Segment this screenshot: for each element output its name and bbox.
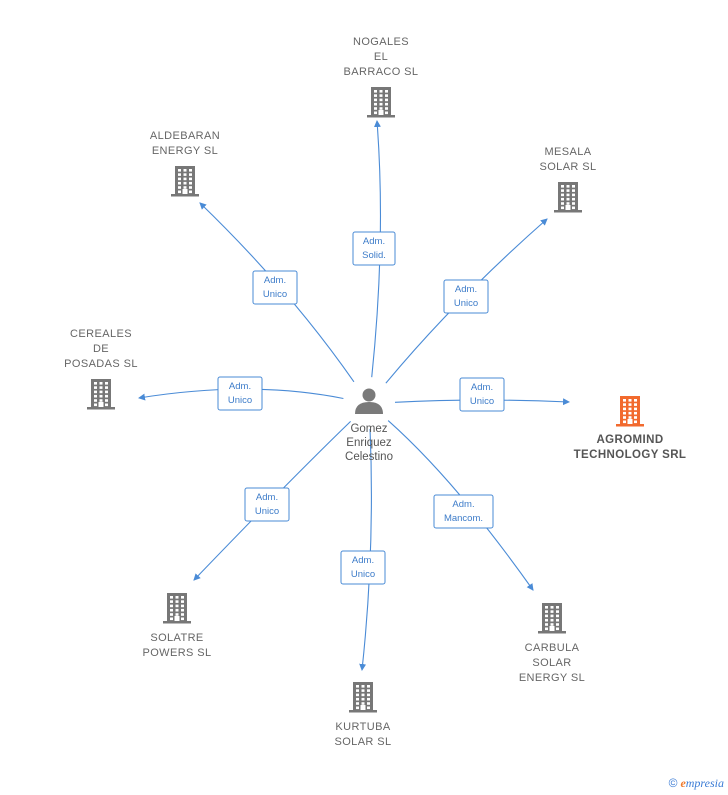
role-badge-mesala[interactable]: Adm. Unico	[443, 279, 489, 314]
company-name-line: EL	[374, 51, 388, 63]
company-name-line: CEREALES	[70, 328, 132, 340]
brand-initial: e	[680, 776, 686, 790]
company-name-line: SOLAR SL	[539, 161, 596, 173]
role-text: Unico	[228, 395, 252, 406]
role-text: Mancom.	[444, 513, 483, 524]
role-text: Adm.	[264, 275, 286, 286]
building-icon	[163, 593, 191, 624]
role-text: Unico	[255, 506, 279, 517]
person-name-line: Gomez	[350, 423, 387, 435]
edge-agromind: Adm. Unico	[394, 377, 570, 412]
company-name-line: CARBULA	[525, 642, 580, 654]
edge-cereales: Adm. Unico	[138, 376, 344, 411]
company-name-line: AGROMIND	[596, 434, 663, 446]
edge-carbula: Adm. Mancom.	[387, 420, 534, 591]
edge-line	[359, 428, 372, 671]
person-icon	[355, 388, 383, 414]
company-name-line: TECHNOLOGY SRL	[574, 449, 687, 461]
company-name-line: NOGALES	[353, 36, 409, 48]
company-node-kurtuba[interactable]: KURTUBA SOLAR SL	[334, 682, 391, 748]
company-name-line: POSADAS SL	[64, 358, 138, 370]
company-node-solatre[interactable]: SOLATRE POWERS SL	[142, 593, 211, 659]
company-node-agromind[interactable]: AGROMIND TECHNOLOGY SRL	[574, 396, 687, 461]
role-badge-nogales[interactable]: Adm. Solid.	[352, 231, 396, 266]
company-name-line: SOLATRE	[150, 632, 203, 644]
company-name-line: BARRACO SL	[344, 66, 419, 78]
role-text: Adm.	[455, 284, 477, 295]
copyright-symbol: ©	[668, 776, 678, 790]
company-node-mesala[interactable]: MESALA SOLAR SL	[539, 146, 596, 213]
edge-solatre: Adm. Unico	[193, 420, 351, 581]
role-badge-agromind[interactable]: Adm. Unico	[459, 377, 505, 412]
building-icon	[171, 166, 199, 197]
role-text: Unico	[351, 569, 375, 580]
role-badge-carbula[interactable]: Adm. Mancom.	[433, 494, 494, 529]
company-name-line: MESALA	[544, 146, 591, 158]
company-node-cereales[interactable]: CEREALES DE POSADAS SL	[64, 328, 138, 410]
role-text: Unico	[470, 396, 494, 407]
building-icon	[538, 603, 566, 634]
edge-line	[387, 420, 534, 591]
company-name-line: SOLAR SL	[334, 736, 391, 748]
role-text: Adm.	[352, 555, 374, 566]
role-text: Unico	[263, 289, 287, 300]
person-name-line: Celestino	[345, 451, 393, 463]
building-icon	[349, 682, 377, 713]
brand-name: mpresia	[685, 776, 724, 790]
building-icon	[87, 379, 115, 410]
edge-kurtuba: Adm. Unico	[340, 428, 386, 671]
role-text: Unico	[454, 298, 478, 309]
company-name-line: ENERGY SL	[519, 672, 585, 684]
edge-mesala: Adm. Unico	[385, 218, 548, 384]
company-name-line: DE	[93, 343, 109, 355]
role-text: Adm.	[471, 382, 493, 393]
company-name-line: KURTUBA	[335, 721, 390, 733]
role-badge-cereales[interactable]: Adm. Unico	[217, 376, 263, 411]
company-node-nogales[interactable]: NOGALES EL BARRACO SL	[344, 36, 419, 118]
role-badge-kurtuba[interactable]: Adm. Unico	[340, 550, 386, 585]
company-node-aldebaran[interactable]: ALDEBARAN ENERGY SL	[150, 130, 220, 197]
person-name-line: Enriquez	[346, 437, 392, 449]
building-icon	[554, 182, 582, 213]
role-text: Adm.	[256, 492, 278, 503]
company-name-line: ALDEBARAN	[150, 130, 220, 142]
company-name-line: SOLAR	[532, 657, 571, 669]
edge-nogales: Adm. Solid.	[352, 120, 396, 378]
role-text: Adm.	[363, 236, 385, 247]
company-name-line: ENERGY SL	[152, 145, 218, 157]
empresia-logo[interactable]: © empresia	[669, 776, 724, 791]
role-text: Solid.	[362, 250, 386, 261]
edge-aldebaran: Adm. Unico	[199, 202, 355, 383]
building-icon	[367, 87, 395, 118]
company-node-carbula[interactable]: CARBULA SOLAR ENERGY SL	[519, 603, 585, 684]
role-text: Adm.	[229, 381, 251, 392]
role-text: Adm.	[452, 499, 474, 510]
company-name-line: POWERS SL	[142, 647, 211, 659]
nodes-layer: NOGALES EL BARRACO SL ALDEBARAN ENERGY SL MES…	[64, 36, 686, 748]
role-badge-solatre[interactable]: Adm. Unico	[244, 487, 290, 522]
building-icon	[616, 396, 644, 427]
role-badge-aldebaran[interactable]: Adm. Unico	[252, 270, 298, 305]
